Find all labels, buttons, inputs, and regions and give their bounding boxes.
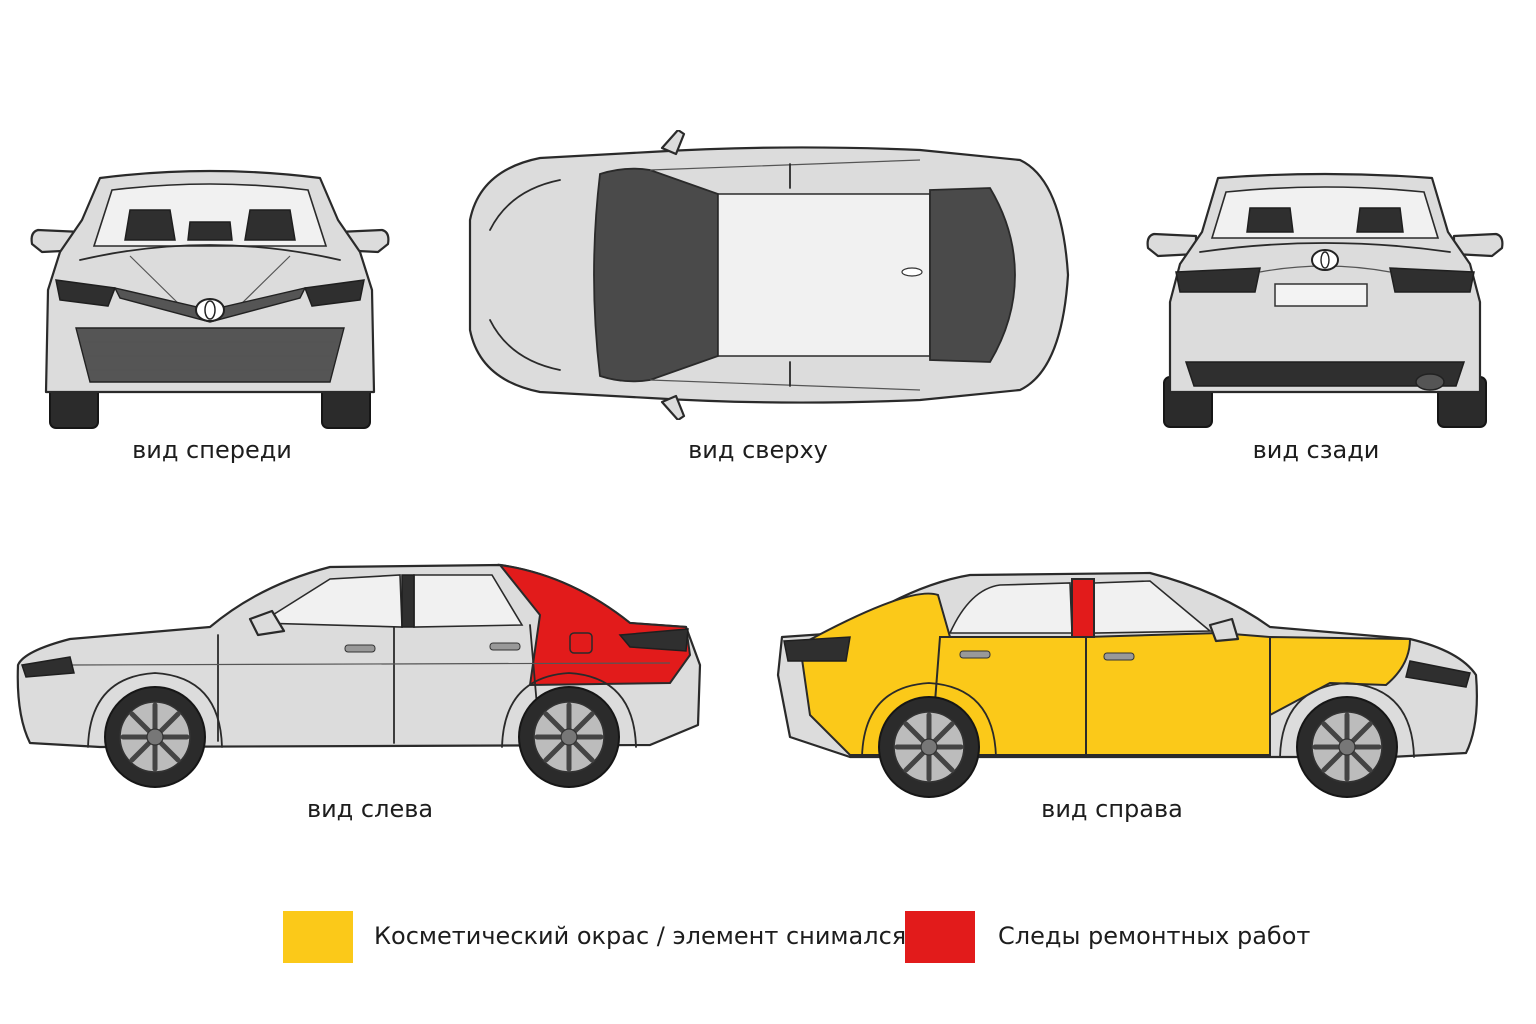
rear-diffuser: [1184, 361, 1466, 387]
right-rear-door-handle: [959, 650, 991, 659]
right-b-pillar: [1071, 578, 1095, 638]
front-view: [20, 160, 400, 435]
right-taillight-side: [783, 636, 851, 662]
caption-front: вид спереди: [132, 436, 292, 464]
right-side-mirror: [1208, 617, 1240, 643]
right-view-drawing: [776, 571, 1478, 798]
toyota-logo-icon: [195, 298, 225, 322]
rear-left-taillight: [1175, 267, 1261, 293]
right-front-door-handle: [1103, 652, 1135, 661]
rear-seat: [187, 221, 233, 241]
rear-toyota-logo-icon: [1311, 249, 1339, 271]
left-front-door-handle: [344, 644, 376, 653]
caption-right: вид справа: [1041, 795, 1183, 823]
left-taillight-side: [618, 628, 689, 652]
top-view: [450, 130, 1090, 420]
right-rear-wheel: [878, 696, 980, 798]
top-rear-window: [929, 187, 1016, 363]
legend-label-cosmetic: Косметический окрас / элемент снимался: [374, 922, 907, 950]
lower-grille: [75, 327, 345, 383]
rear-right-taillight: [1389, 267, 1475, 293]
left-headlight: [55, 279, 117, 307]
right-front-wheel: [1296, 696, 1398, 798]
left-rear-quarter-panel: [497, 563, 692, 687]
left-seat: [124, 209, 176, 241]
caption-left: вид слева: [306, 795, 434, 823]
hood-crease-right: [234, 255, 291, 311]
rear-window: [1210, 186, 1440, 239]
rear-view: [1140, 172, 1510, 432]
legend-label-repair: Следы ремонтных работ: [998, 922, 1311, 950]
license-plate: [1274, 283, 1368, 307]
left-front-wheel: [104, 686, 206, 788]
left-headlight-side: [21, 656, 75, 678]
legend-swatch-repair: [905, 911, 975, 963]
right-headlight: [303, 279, 365, 307]
fuel-door: [569, 632, 593, 654]
rear-right-mirror: [1452, 232, 1504, 258]
top-mirror-left: [660, 130, 686, 156]
left-rear-wheel: [518, 686, 620, 788]
left-b-pillar: [401, 574, 415, 628]
front-view-drawing: [30, 169, 390, 429]
left-view-drawing: [16, 563, 702, 788]
roof: [717, 193, 931, 357]
hood-crease-left: [129, 255, 186, 311]
caption-rear: вид сзади: [1252, 436, 1380, 464]
top-windshield: [593, 167, 719, 383]
left-view: [10, 555, 710, 790]
right-front-door: [1085, 631, 1271, 756]
antenna-icon: [901, 267, 923, 277]
top-view-drawing: [468, 130, 1070, 420]
left-front-window: [257, 574, 403, 628]
left-side-mirror: [248, 609, 286, 637]
rear-view-drawing: [1146, 172, 1504, 428]
right-view: [770, 565, 1490, 800]
left-rear-door-handle: [489, 642, 521, 651]
exhaust-icon: [1415, 373, 1445, 391]
top-mirror-right: [660, 394, 686, 420]
right-seat: [244, 209, 296, 241]
caption-top: вид сверху: [688, 436, 828, 464]
right-headlight-side: [1405, 660, 1471, 688]
hood-line: [79, 244, 341, 261]
legend-swatch-cosmetic: [283, 911, 353, 963]
rear-left-mirror: [1146, 232, 1198, 258]
right-rear-window: [948, 582, 1073, 634]
